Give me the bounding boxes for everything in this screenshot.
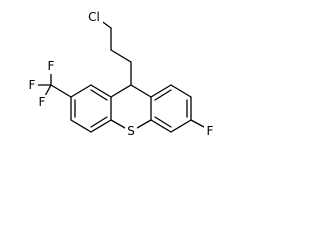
- bond-c4-c10a-double: [154, 116, 172, 128]
- cf3-fluorine-top-label: F: [48, 59, 55, 73]
- aryl-fluorine-atom: F: [204, 123, 216, 139]
- cf3-fluorine-top-atom: F: [45, 59, 57, 74]
- cf3-fluorine-bottom-atom: F: [36, 95, 48, 110]
- bond-c8a-c8: [90, 84, 112, 98]
- bond-cf3-f-bottom: [44, 84, 52, 97]
- structure-canvas: Cl S F F F F: [26, 10, 216, 139]
- bond-c9a-c1: [150, 84, 172, 98]
- bond-c1-c2: [170, 84, 192, 98]
- bond-c7-cf3: [50, 84, 72, 98]
- bond-c6-c5: [70, 119, 92, 133]
- cf3-fluorine-left-atom: F: [26, 78, 38, 93]
- bond-c5-c4a: [90, 119, 112, 133]
- bond-c5-c4a-double: [90, 116, 108, 128]
- bond-c9-c8a: [110, 84, 132, 98]
- cf3-fluorine-bottom-label: F: [39, 95, 46, 109]
- bonds: [36, 19, 205, 133]
- bond-c10a-s: [136, 119, 152, 129]
- sulfur-label: S: [127, 124, 135, 138]
- chlorine-label: Cl: [88, 10, 100, 24]
- chlorine-atom: Cl: [85, 10, 103, 26]
- sulfur-atom: S: [125, 123, 137, 139]
- cf3-fluorine-left-label: F: [29, 78, 36, 92]
- bond-c4a-s: [110, 119, 126, 129]
- bond-c4-c10a: [150, 119, 172, 133]
- bond-c3-c4: [170, 119, 192, 133]
- bond-c3-f: [190, 119, 205, 128]
- bond-c8a-c8-double: [90, 89, 108, 101]
- bond-c9a-c1-double: [154, 89, 172, 101]
- bond-chain1-chain2: [110, 49, 132, 63]
- bond-c9-c9a: [130, 84, 152, 98]
- chemical-structure-diagram: Cl S F F F F: [26, 10, 216, 139]
- aryl-fluorine-label: F: [207, 124, 214, 138]
- atom-labels: Cl S F F F F: [26, 10, 216, 139]
- bond-c8-c7: [70, 84, 92, 98]
